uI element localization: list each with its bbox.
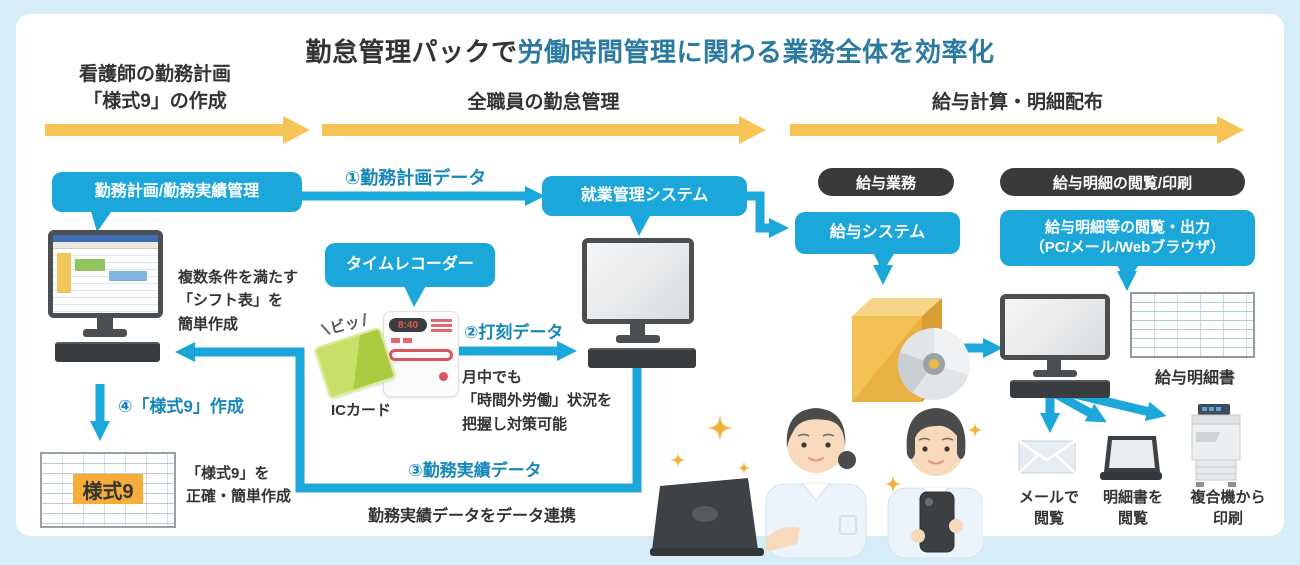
step3-label: ③勤務実績データ [408,461,542,480]
payslip-view-pill: 給与明細の閲覧/印刷 [1000,168,1245,196]
sparkle-icon [670,452,686,468]
plan-bubble: 勤務計画/勤務実績管理 [52,172,302,212]
spreadsheet-toolbar [53,242,158,249]
sheet-cell-yellow [57,253,71,293]
mail-icon [1018,440,1076,474]
form9-badge: 様式9 [73,474,143,504]
time-recorder-device: 8:40 [383,311,459,397]
spreadsheet-titlebar [53,235,158,242]
form9-document [40,452,176,528]
printer-caption: 複合機から 印刷 [1190,489,1266,527]
system-bubble-tail [628,212,652,236]
payslip-view-bubble: 給与明細等の閲覧・出力 （PC/メール/Webブラウザ） [1000,210,1255,266]
nurse-with-laptop [650,408,867,558]
recorder-clock-display: 8:40 [389,318,427,332]
recorder-stripe-3 [431,329,452,332]
step1-label: ①勤務計画データ [345,168,487,188]
payslip-pc-keyboard [1010,380,1110,398]
time-recorder-bubble: タイムレコーダー [325,243,495,287]
data-link-note: 勤務実績データをデータ連携 [368,508,577,525]
payroll-system-bubble: 給与システム [795,212,960,254]
mid-month-note: 月中でも 「時間外労働」状況を 把握し対策可能 [462,369,613,433]
planning-monitor [48,230,163,318]
phase1-header: 看護師の勤務計画 「様式9」の作成 [78,64,231,112]
step2-label: ②打刻データ [464,323,564,342]
payslip-pc-monitor [1000,294,1110,360]
attendance-monitor-neck [630,324,645,335]
planning-monitor-neck [97,318,113,329]
form9-note: 「様式9」を 正確・簡単作成 [186,465,292,506]
ic-card-label: ICカード [330,402,391,419]
attendance-monitor-screen [587,243,689,319]
payslip-pc-base [1033,370,1077,377]
recorder-card-slot [389,349,453,361]
sheet-cell-blue [109,271,147,281]
spreadsheet-grid [53,249,158,313]
title-highlight-part: 労働時間管理に関わる業務全体を効率化 [517,37,995,67]
recorder-key-2 [403,338,412,343]
recorder-stripe-2 [431,324,452,327]
work-system-bubble: 就業管理システム [542,176,747,216]
sparkle-icon [706,414,734,442]
phase3-yellow-arrow [790,116,1244,144]
payslip-pc-screen [1005,299,1105,355]
attendance-monitor-base [616,335,660,343]
recorder-bubble-tail [403,284,427,307]
planning-monitor-base [83,329,127,337]
laptop-icon [1100,436,1162,480]
staff-illustration [650,408,983,558]
recorder-key-1 [391,338,400,343]
recorder-button [439,372,448,381]
phase3-header: 給与計算・明細配布 [931,92,1103,113]
plan-monitor-note: 複数条件を満たす 「シフト表」を 簡単作成 [178,269,299,333]
recorder-stripe-1 [431,319,452,322]
payslip-label: 給与明細書 [1154,370,1235,387]
payslip-pc-neck [1047,360,1061,370]
step4-label: ④「様式9」作成 [118,397,244,416]
page-title: 勤怠管理パックで労働時間管理に関わる業務全体を効率化 [0,32,1300,69]
planning-keyboard [55,342,160,362]
mail-caption: メールで 閲覧 [1018,489,1079,527]
sparkle-icon [737,461,751,475]
laptop-caption: 明細書を 閲覧 [1102,489,1163,527]
sparkle-icon [967,422,983,438]
title-black-part: 勤怠管理パックで [305,37,518,67]
attendance-keyboard [588,348,696,368]
planning-monitor-screen [53,235,158,313]
attendance-monitor [582,238,694,324]
payslip-document [1130,292,1255,358]
phase2-header: 全職員の勤怠管理 [467,92,620,113]
sheet-cell-green [75,259,105,271]
step3-loop-arrow [175,342,642,493]
plan-bubble-tail [90,208,114,232]
phase2-yellow-arrow [322,116,766,144]
system-to-payroll-elbow-arrow [747,191,789,238]
beep-tick-right [362,313,366,327]
phase1-yellow-arrow [45,116,310,144]
printer-icon [1191,404,1241,487]
payroll-work-pill: 給与業務 [818,168,954,196]
payroll-software-box-icon [852,298,970,402]
nurse-with-phone [887,408,983,558]
